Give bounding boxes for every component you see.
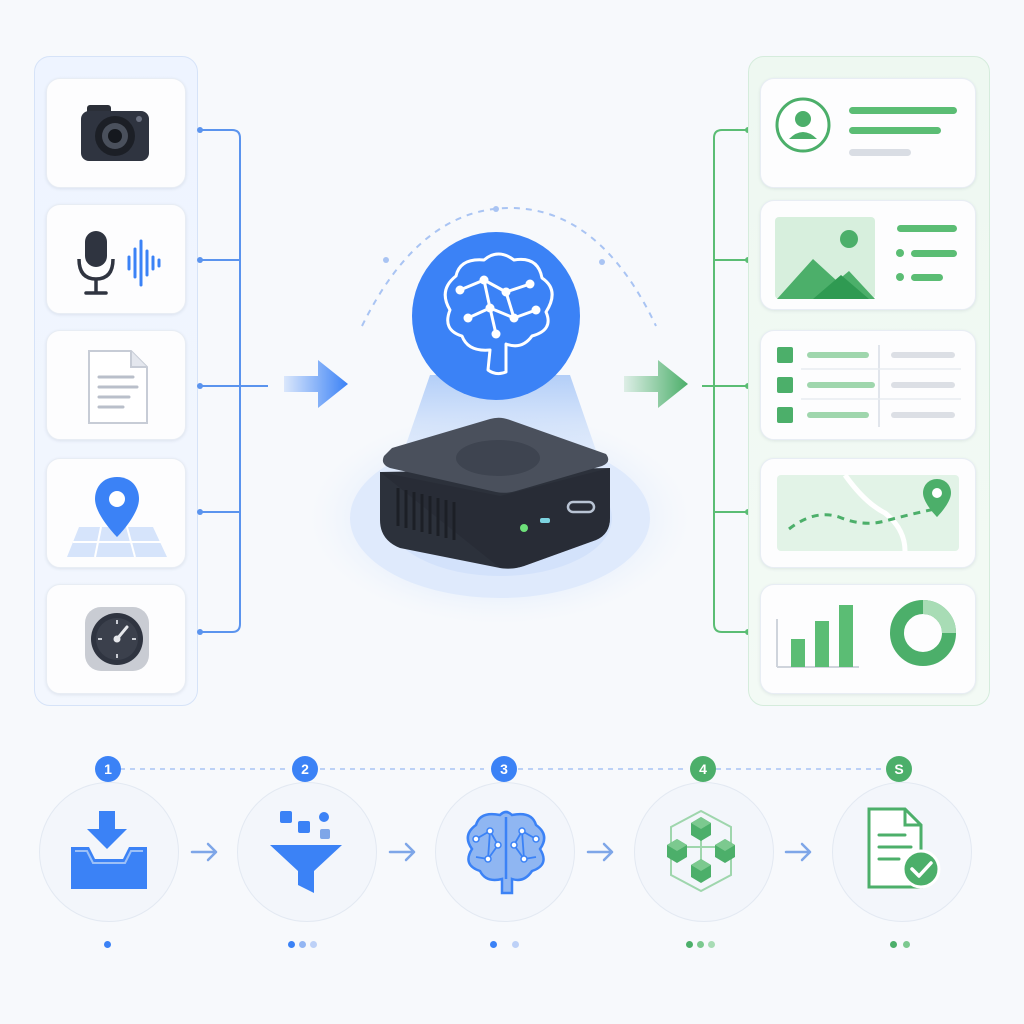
- input-arrow-icon: [284, 360, 348, 408]
- step-2-progress-dot: [288, 941, 295, 948]
- step-3-progress-dot: [490, 941, 497, 948]
- brain-icon: [466, 810, 546, 895]
- step-number: 1: [95, 756, 121, 782]
- step-connector-line: [120, 768, 882, 770]
- step-number: 3: [491, 756, 517, 782]
- audio-input-card[interactable]: [46, 204, 186, 314]
- step-2-filter[interactable]: [237, 782, 377, 922]
- analytics-output-card[interactable]: [760, 584, 976, 694]
- image-output-card[interactable]: [760, 200, 976, 310]
- step-arrow-icon: [388, 842, 416, 862]
- document-check-icon: [867, 807, 941, 889]
- brain-network-icon: [443, 252, 554, 376]
- step-arrow-icon: [784, 842, 812, 862]
- step-5-progress-dot: [903, 941, 910, 948]
- gauge-icon: [83, 605, 151, 673]
- camera-input-card[interactable]: [46, 78, 186, 188]
- table-checklist-icon: [777, 345, 961, 427]
- edge-device-icon: [380, 417, 610, 569]
- table-output-card[interactable]: [760, 330, 976, 440]
- camera-icon: [79, 99, 151, 165]
- inbox-download-icon: [71, 811, 147, 889]
- step-number: S: [886, 756, 912, 782]
- step-5-report[interactable]: [832, 782, 972, 922]
- microphone-icon: [73, 229, 165, 299]
- step-4-progress-dot: [697, 941, 704, 948]
- map-output-card[interactable]: [760, 458, 976, 568]
- step-number: 2: [292, 756, 318, 782]
- step-arrow-icon: [586, 842, 614, 862]
- funnel-filter-icon: [270, 811, 342, 893]
- step-1-ingest[interactable]: [39, 782, 179, 922]
- step-2-progress-dot: [310, 941, 317, 948]
- step-3-progress-dot: [512, 941, 519, 948]
- user-profile-icon: [775, 97, 957, 156]
- charts-icon: [776, 600, 956, 668]
- output-arrow-icon: [624, 360, 688, 408]
- step-2-progress-dot: [299, 941, 306, 948]
- step-4-progress-dot: [708, 941, 715, 948]
- step-1-progress-dot: [104, 941, 111, 948]
- image-label-icon: [775, 217, 957, 299]
- cubes-network-icon: [667, 809, 735, 893]
- step-3-analyze[interactable]: [435, 782, 575, 922]
- document-icon: [87, 349, 149, 425]
- edge-ai-hub: [310, 206, 690, 624]
- step-5-progress-dot: [890, 941, 897, 948]
- step-4-process[interactable]: [634, 782, 774, 922]
- input-connector-lines: [197, 127, 268, 635]
- map-route-icon: [777, 473, 959, 552]
- location-input-card[interactable]: [46, 458, 186, 568]
- step-number: 4: [690, 756, 716, 782]
- map-pin-icon: [65, 473, 169, 559]
- profile-output-card[interactable]: [760, 78, 976, 188]
- document-input-card[interactable]: [46, 330, 186, 440]
- step-arrow-icon: [190, 842, 218, 862]
- step-4-progress-dot: [686, 941, 693, 948]
- gauge-input-card[interactable]: [46, 584, 186, 694]
